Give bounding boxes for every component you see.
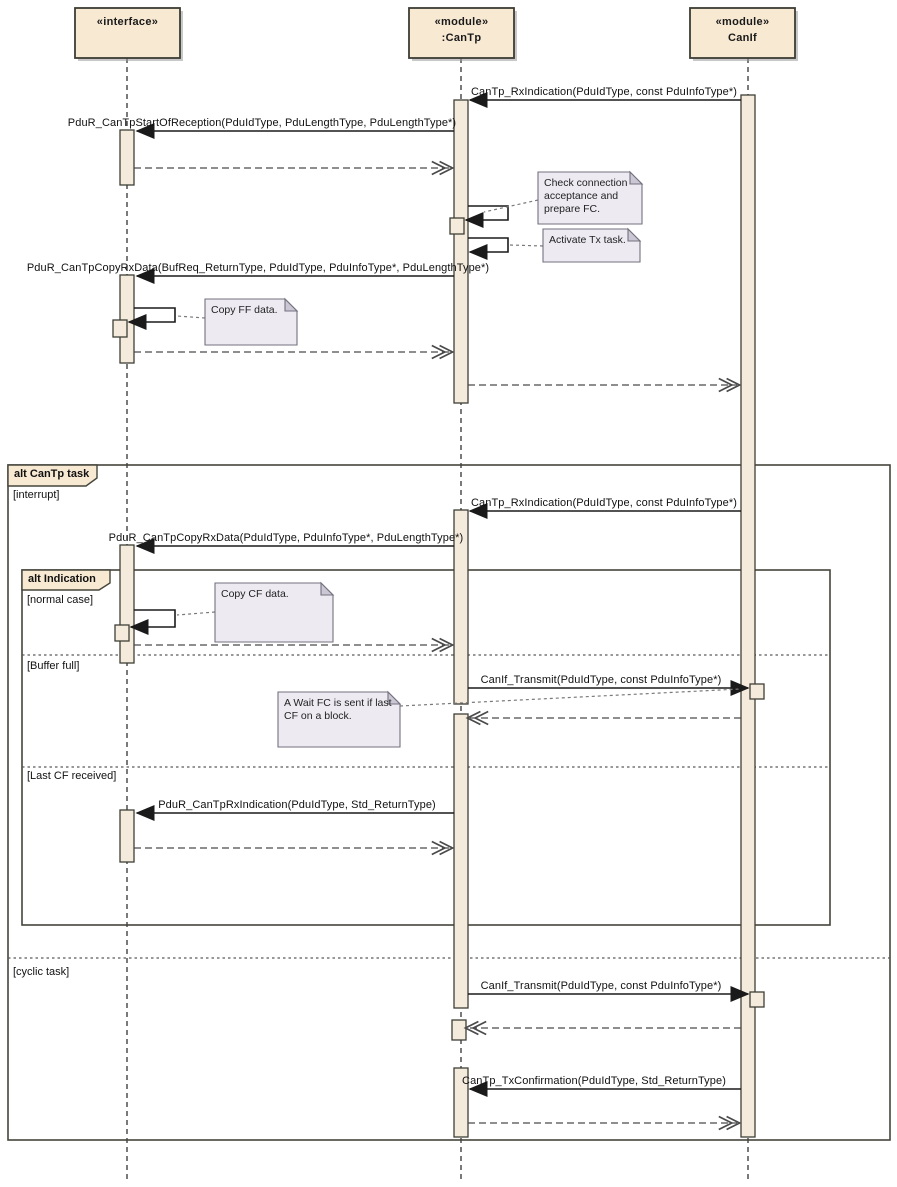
note <box>277 691 401 748</box>
alt-fragment-label-pentagon <box>7 464 98 487</box>
head-box-cantp <box>408 7 515 59</box>
note <box>542 228 641 263</box>
note-text: Check connection acceptance and prepare … <box>544 177 628 215</box>
activation-bar <box>740 94 756 1138</box>
alt-fragment-label-pentagon <box>21 569 111 591</box>
alt-fragment-operator: alt CanTp task <box>14 468 90 480</box>
head-label-canif: «module» CanIf <box>690 8 795 58</box>
head-label-cantp: «module» :CanTp <box>409 8 514 58</box>
head-box-interface <box>74 7 181 59</box>
self-message-arrow <box>127 307 176 330</box>
note-anchor-line <box>509 244 544 247</box>
self-message-arrow <box>129 609 176 635</box>
note-text: Copy FF data. <box>211 304 278 316</box>
fragment-guard: [Last CF received] <box>27 770 117 782</box>
message-label: PduR_CanTpCopyRxData(BufReq_ReturnType, … <box>26 262 490 274</box>
message-label: CanTp_TxConfirmation(PduIdType, Std_Retu… <box>462 1075 726 1087</box>
note <box>537 171 643 225</box>
note-anchor-line <box>176 315 206 319</box>
activation-bar <box>449 217 465 235</box>
fragment-guard: [interrupt] <box>13 489 60 501</box>
alt-fragment-border <box>21 569 831 926</box>
fragment-guard: [Buffer full] <box>27 660 80 672</box>
alt-fragment-operator: alt Indication <box>28 573 96 585</box>
stereotype-label: «module» <box>715 16 770 28</box>
stereotype-label: «module» <box>434 16 489 28</box>
instance-name-label: :CanTp <box>441 32 482 44</box>
note-anchor-line <box>399 688 741 707</box>
note-fold-corner <box>320 581 335 596</box>
note <box>214 582 334 643</box>
note <box>204 298 298 346</box>
activation-bar <box>453 713 469 1009</box>
activation-bar <box>119 809 135 863</box>
activation-bar <box>119 129 135 186</box>
self-message-arrow <box>464 205 509 228</box>
alt-fragment-border <box>7 464 891 1141</box>
message-label: PduR_CanTpCopyRxData(PduIdType, PduInfoT… <box>108 532 464 544</box>
activation-bar <box>453 1067 469 1138</box>
note-fold-corner <box>387 690 402 705</box>
note-text: A Wait FC is sent if last CF on a block. <box>284 697 392 722</box>
message-label: CanIf_Transmit(PduIdType, const PduInfoT… <box>480 674 722 686</box>
activation-bar <box>112 319 128 338</box>
activation-bar <box>114 624 130 642</box>
head-label-interface: «interface» <box>75 8 180 58</box>
message-label: CanTp_RxIndication(PduIdType, const PduI… <box>471 86 737 98</box>
activation-bar <box>453 509 469 705</box>
fragment-guard: [normal case] <box>27 594 94 606</box>
activation-bar <box>119 274 135 364</box>
fragment-guard: [cyclic task] <box>13 966 70 978</box>
activation-bar <box>749 991 765 1008</box>
note-text: Activate Tx task. <box>549 234 626 246</box>
activation-bar <box>453 99 469 404</box>
note-fold-corner <box>284 297 299 312</box>
instance-name-label: CanIf <box>728 32 757 44</box>
note-fold-corner <box>629 170 644 185</box>
note-anchor-line <box>176 611 216 616</box>
head-box-canif <box>689 7 796 59</box>
activation-bar <box>451 1019 467 1041</box>
self-message-arrow <box>468 237 509 260</box>
message-label: PduR_CanTpRxIndication(PduIdType, Std_Re… <box>158 799 436 811</box>
activation-bar <box>119 544 135 664</box>
message-label: CanTp_RxIndication(PduIdType, const PduI… <box>471 497 737 509</box>
activation-bar <box>749 683 765 700</box>
stereotype-label: «interface» <box>96 16 159 28</box>
message-label: CanIf_Transmit(PduIdType, const PduInfoT… <box>480 980 722 992</box>
note-text: Copy CF data. <box>221 588 289 600</box>
message-label: PduR_CanTpStartOfReception(PduIdType, Pd… <box>67 117 457 129</box>
note-fold-corner <box>627 227 642 242</box>
